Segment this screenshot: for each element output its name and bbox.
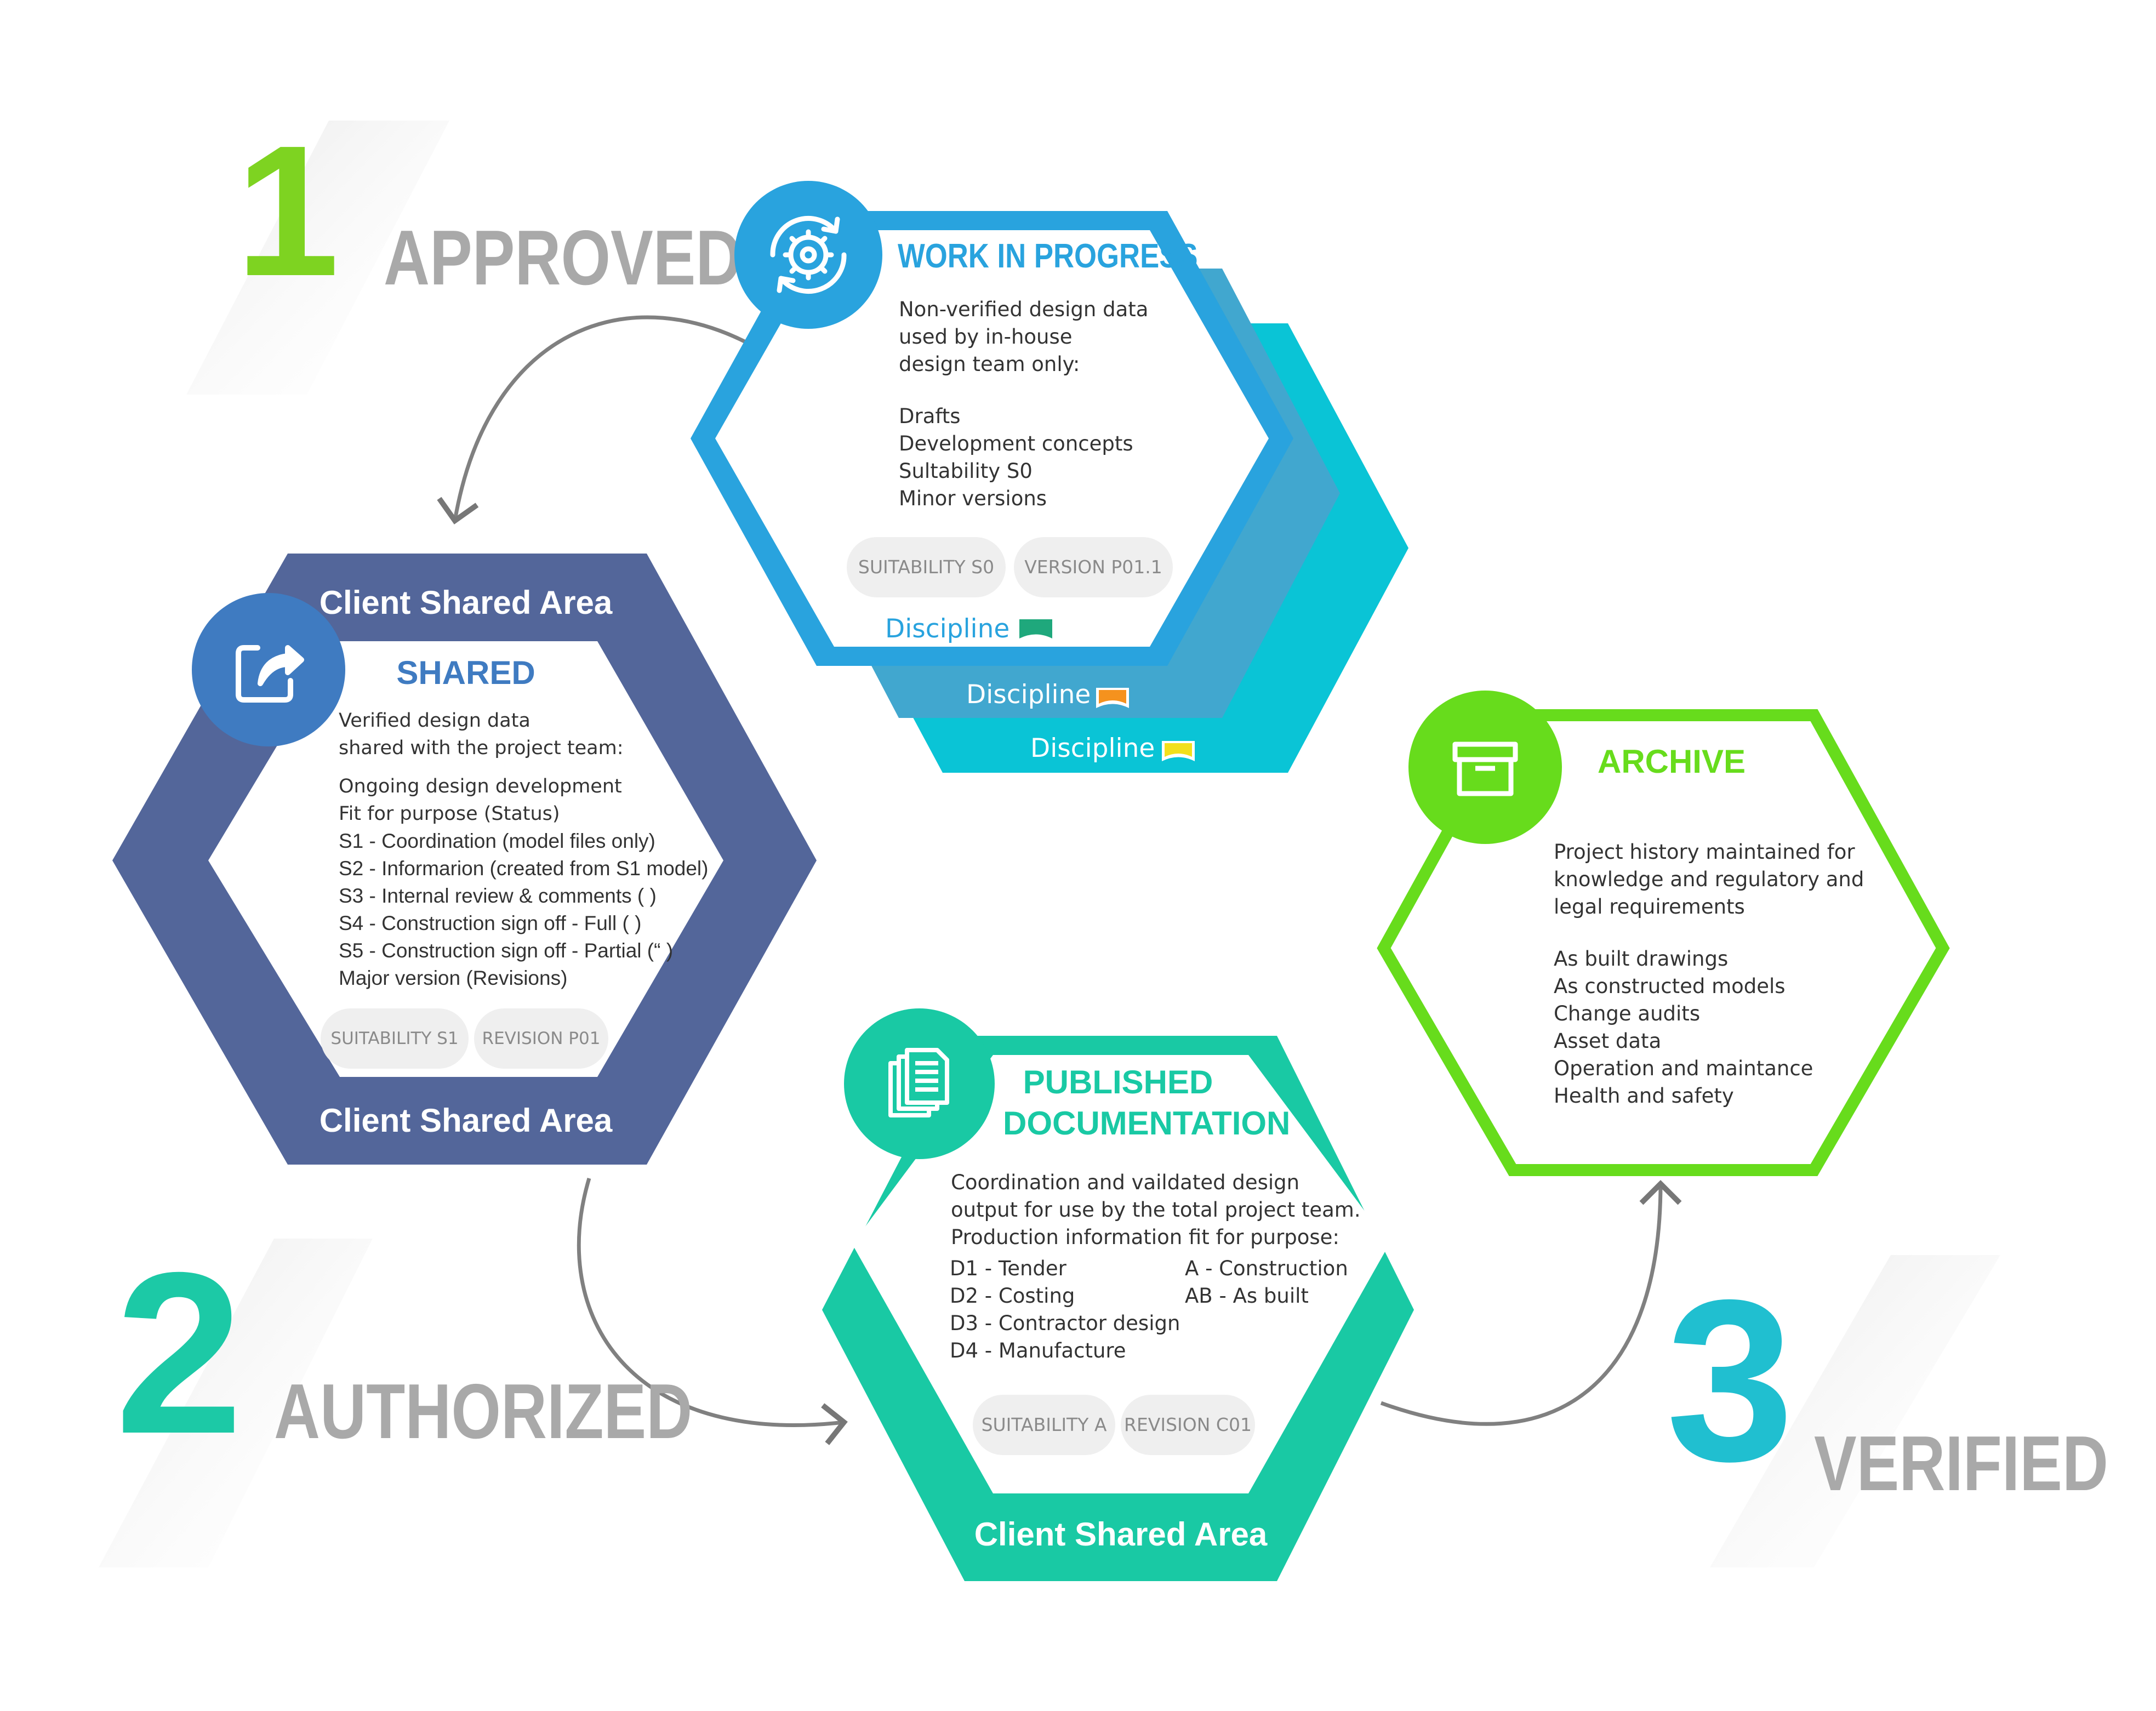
published-title-2: DOCUMENTATION bbox=[1003, 1105, 1291, 1142]
shared-line: S2 - Informarion (created from S1 model) bbox=[339, 857, 709, 880]
published-icon-circle bbox=[844, 1008, 995, 1159]
archive-title: ARCHIVE bbox=[1597, 743, 1746, 780]
discipline-flag-green bbox=[1019, 619, 1052, 638]
shared-line: S3 - Internal review & comments ( ) bbox=[339, 885, 657, 907]
published-code: D2 - Costing bbox=[950, 1284, 1075, 1308]
wip-line: design team only: bbox=[899, 352, 1080, 376]
shared-area-top: Client Shared Area bbox=[319, 584, 613, 621]
archive-line: As constructed models bbox=[1554, 974, 1786, 998]
shared-hex-inner bbox=[208, 641, 723, 1077]
archive-line: Project history maintained for bbox=[1554, 840, 1855, 864]
stage-label-authorized: AUTHORIZED bbox=[274, 1368, 693, 1455]
discipline-flag-yellow bbox=[1165, 743, 1192, 757]
archive-line: As built drawings bbox=[1554, 947, 1729, 971]
shadow-2 bbox=[99, 1239, 373, 1567]
published-code: A - Construction bbox=[1185, 1257, 1348, 1280]
gear-sync-icon bbox=[770, 216, 847, 294]
shared-area-bottom: Client Shared Area bbox=[319, 1102, 613, 1139]
archive-line: Asset data bbox=[1554, 1029, 1662, 1053]
shared-line: S5 - Construction sign off - Partial (“ … bbox=[339, 939, 674, 962]
published-hex-inner bbox=[852, 1055, 1389, 1493]
published-line: output for use by the total project team… bbox=[951, 1198, 1361, 1222]
wip-version-pill: VERSION P01.1 bbox=[1014, 537, 1173, 597]
wip-spacer bbox=[899, 378, 1148, 403]
stage-label-verified: VERIFIED bbox=[1814, 1420, 2109, 1507]
archive-line: Change audits bbox=[1554, 1002, 1701, 1025]
arrow-shared-to-published bbox=[577, 1177, 848, 1445]
wip-title: WORK IN PROGRESS bbox=[898, 237, 1198, 275]
published-area: Client Shared Area bbox=[974, 1516, 1268, 1553]
discipline-label-2: Discipline bbox=[966, 680, 1091, 710]
discipline-label-3: Discipline bbox=[1030, 733, 1155, 763]
shared-suitability-pill: SUITABILITY S1 bbox=[321, 1008, 469, 1069]
shared-line: Ongoing design development bbox=[339, 775, 622, 797]
shared-title: SHARED bbox=[396, 654, 535, 691]
shared-revision-pill: REVISION P01 bbox=[474, 1008, 608, 1069]
published-suitability-pill: SUITABILITY A bbox=[973, 1395, 1115, 1455]
wip-line: Minor versions bbox=[899, 487, 1047, 510]
archive-line: Health and safety bbox=[1554, 1084, 1734, 1108]
wip-line: used by in-house bbox=[899, 325, 1073, 349]
published-revision-pill: REVISION C01 bbox=[1121, 1395, 1255, 1455]
shared-description: Verified design data shared with the pro… bbox=[339, 707, 708, 992]
arrow-published-to-archive bbox=[1380, 1180, 1682, 1426]
published-code: D4 - Manufacture bbox=[950, 1339, 1126, 1362]
shared-line: Fit for purpose (Status) bbox=[339, 803, 560, 825]
stage-number-2: 2 bbox=[115, 1225, 243, 1482]
published-code: D3 - Contractor design bbox=[950, 1311, 1180, 1335]
archive-box-icon bbox=[1452, 742, 1518, 796]
published-intro: Coordination and vaildated design output… bbox=[951, 1169, 1361, 1251]
discipline-flag-orange bbox=[1099, 690, 1126, 704]
stage-number-1: 1 bbox=[236, 107, 340, 315]
shared-line: S4 - Construction sign off - Full ( ) bbox=[339, 912, 642, 934]
shadow-3 bbox=[1710, 1255, 2000, 1567]
wip-line: Sultability S0 bbox=[899, 459, 1033, 483]
archive-line: Operation and maintance bbox=[1554, 1057, 1813, 1080]
archive-description: Project history maintained for knowledge… bbox=[1554, 839, 1864, 1110]
published-code: D1 - Tender bbox=[950, 1257, 1066, 1280]
archive-line: legal requirements bbox=[1554, 895, 1745, 919]
shared-line: shared with the project team: bbox=[339, 737, 624, 759]
wip-icon-circle bbox=[734, 181, 882, 329]
published-left-column: D1 - Tender D2 - Costing D3 - Contractor… bbox=[950, 1255, 1180, 1365]
discipline-label-1: Discipline bbox=[885, 614, 1010, 644]
share-icon bbox=[236, 645, 304, 703]
archive-spacer bbox=[1554, 921, 1864, 945]
wip-line: Drafts bbox=[899, 404, 961, 428]
stage-number-3: 3 bbox=[1666, 1252, 1794, 1509]
shared-line: Verified design data bbox=[339, 710, 531, 732]
published-line: Production information fit for purpose: bbox=[951, 1225, 1339, 1249]
wip-suitability-pill: SUITABILITY S0 bbox=[847, 537, 1006, 597]
wip-description: Non-verified design data used by in-hous… bbox=[899, 296, 1148, 512]
published-line: Coordination and vaildated design bbox=[951, 1171, 1300, 1194]
shadow-1 bbox=[186, 121, 449, 395]
archive-line: knowledge and regulatory and bbox=[1554, 868, 1864, 891]
arrow-wip-to-shared bbox=[437, 315, 763, 524]
shared-icon-circle bbox=[192, 593, 345, 746]
stage-label-approved: APPROVED bbox=[384, 214, 742, 301]
wip-line: Non-verified design data bbox=[899, 298, 1149, 321]
wip-line: Development concepts bbox=[899, 432, 1133, 455]
shared-line: Major version (Revisions) bbox=[339, 967, 568, 989]
published-right-column: A - Construction AB - As built bbox=[1185, 1255, 1348, 1310]
shared-line: S1 - Coordination (model files only) bbox=[339, 830, 655, 852]
documents-icon bbox=[888, 1048, 949, 1117]
shared-spacer bbox=[339, 762, 708, 773]
archive-icon-circle bbox=[1408, 691, 1562, 844]
published-code: AB - As built bbox=[1185, 1284, 1309, 1308]
published-title-1: PUBLISHED bbox=[1023, 1064, 1213, 1100]
